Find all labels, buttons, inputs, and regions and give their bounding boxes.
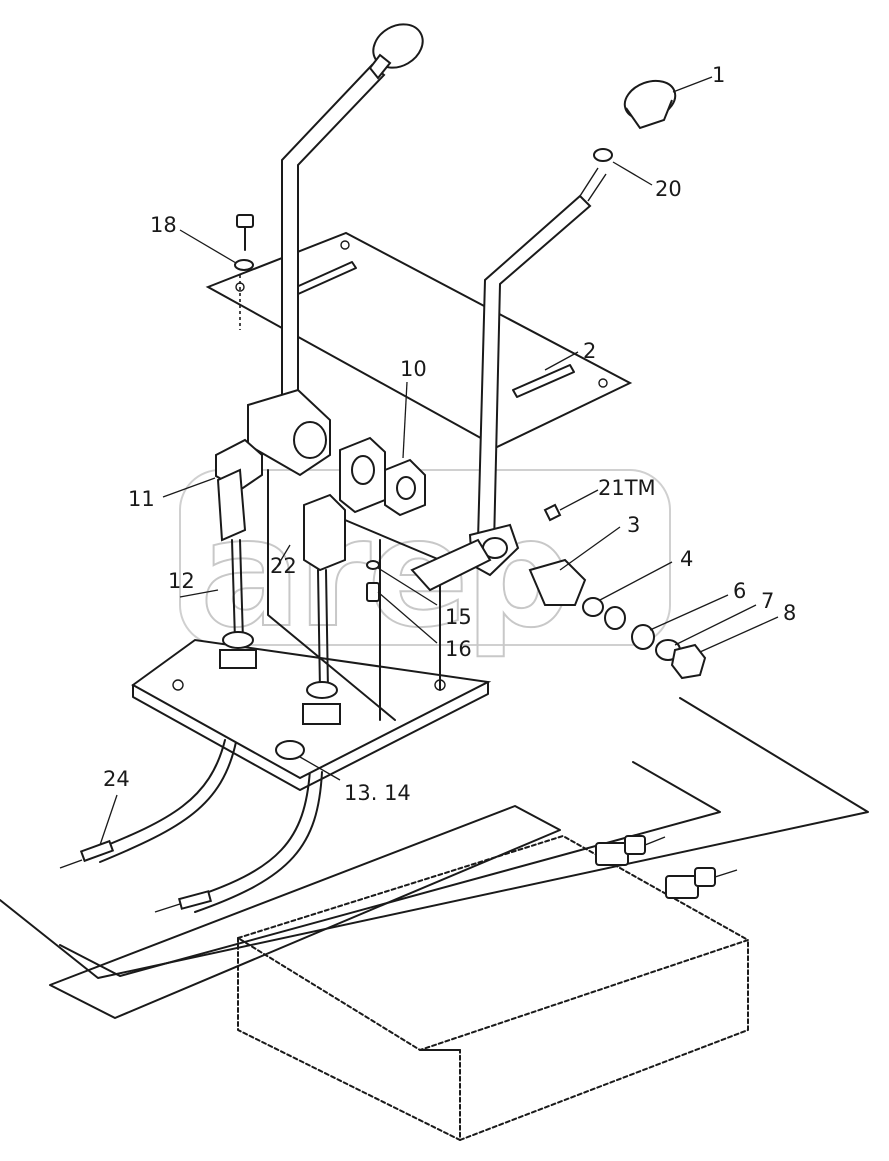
outer-frame [0,697,869,979]
callout-7: 7 [761,589,774,613]
controller-box [237,835,749,1141]
middle-frame [59,761,721,977]
callout-18: 18 [150,213,177,237]
left-knob [372,23,424,69]
bolts-15-16 [366,560,380,602]
switch-body-3 [528,558,587,606]
svg-text:arep: arep [200,487,568,661]
left-clevis-rods [215,438,346,725]
callout-6: 6 [733,579,746,603]
callout-3: 3 [627,513,640,537]
callout-2: 2 [583,339,596,363]
inner-frame [49,805,561,1019]
callout-16: 16 [445,637,472,661]
callout-8: 8 [783,601,796,625]
nut-20 [593,148,613,162]
switch-assembly [528,503,707,680]
callout-15: 15 [445,605,472,629]
leader-lines [99,76,779,846]
callout-11: 11 [128,487,155,511]
washer-4a [582,597,604,617]
callout-22: 22 [270,554,297,578]
callout-labels: 1 2 3 4 6 7 8 10 11 12 13. 14 15 16 18 2… [103,63,796,805]
part-21 [543,503,562,522]
cap-8 [670,643,707,680]
callout-12: 12 [168,569,195,593]
callout-1: 1 [712,63,725,87]
nut-6 [631,624,655,650]
pivot-block-10 [339,436,426,517]
left-lever [247,23,424,477]
watermark-logo: arep [179,469,671,662]
washer-4b [604,606,626,630]
callout-20: 20 [655,177,682,201]
valve-connectors [595,835,738,899]
schematic-frames [0,697,869,1019]
callout-10: 10 [400,357,427,381]
nut-13-14 [275,740,305,760]
callout-21: 21TM [598,476,656,500]
callout-4: 4 [680,547,693,571]
screw-18 [234,214,254,330]
knob-1 [593,79,677,162]
callout-13-14: 13. 14 [344,781,411,805]
control-cables [59,739,323,913]
callout-24: 24 [103,767,130,791]
right-lever [410,167,607,592]
